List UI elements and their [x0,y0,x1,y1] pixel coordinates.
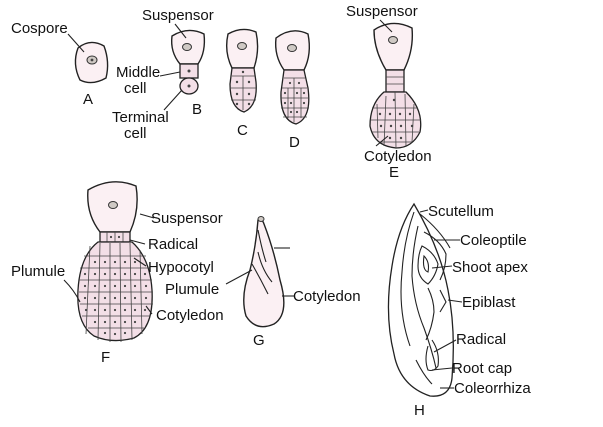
label-shoot-apex: Shoot apex [452,259,528,276]
stage-label-d: D [289,134,300,151]
stage-e: Suspensor Cotyledon E [346,3,432,181]
stage-label-a: A [83,91,93,108]
label-hypocotyl-f: Hypocotyl [148,259,214,276]
label-terminal-cell-2: cell [124,125,147,142]
stage-label-b: B [192,101,202,118]
label-suspensor-b: Suspensor [142,7,214,24]
stage-a-cospore: Cospore A [11,20,109,108]
label-plumule-f: Plumule [11,263,65,280]
label-radical-f: Radical [148,236,198,253]
f-cell-dots [83,235,148,336]
stage-label-h: H [414,402,425,419]
stage-label-g: G [253,332,265,349]
stage-label-c: C [237,122,248,139]
stage-c: C [225,28,259,139]
label-middle-cell: Middle [116,64,160,81]
label-suspensor-e: Suspensor [346,3,418,20]
label-epiblast: Epiblast [462,294,516,311]
label-cotyledon-e: Cotyledon [364,148,432,165]
label-terminal-cell: Terminal [112,109,169,126]
label-radical-h: Radical [456,331,506,348]
stage-label-e: E [389,164,399,181]
stage-label-f: F [101,349,110,366]
label-cospore: Cospore [11,20,68,37]
label-root-cap: Root cap [452,360,512,377]
label-cotyledon-f: Cotyledon [156,307,224,324]
label-plumule-g: Plumule [165,281,219,298]
stage-f: Suspensor Radical Hypocotyl Plumule Coty… [11,181,224,366]
stage-g: Plumule Cotyledon G [165,216,361,349]
stage-d: D [274,30,311,151]
label-cotyledon-g: Cotyledon [293,288,361,305]
label-suspensor-f: Suspensor [151,210,223,227]
stage-b: Suspensor Middle cell Terminal cell B [112,7,214,142]
label-coleorrhiza: Coleorrhiza [454,380,531,397]
label-coleoptile: Coleoptile [460,232,527,249]
label-middle-cell-2: cell [124,80,147,97]
label-scutellum: Scutellum [428,203,494,220]
stage-h: Scutellum Coleoptile Shoot apex Epiblast… [387,202,531,419]
